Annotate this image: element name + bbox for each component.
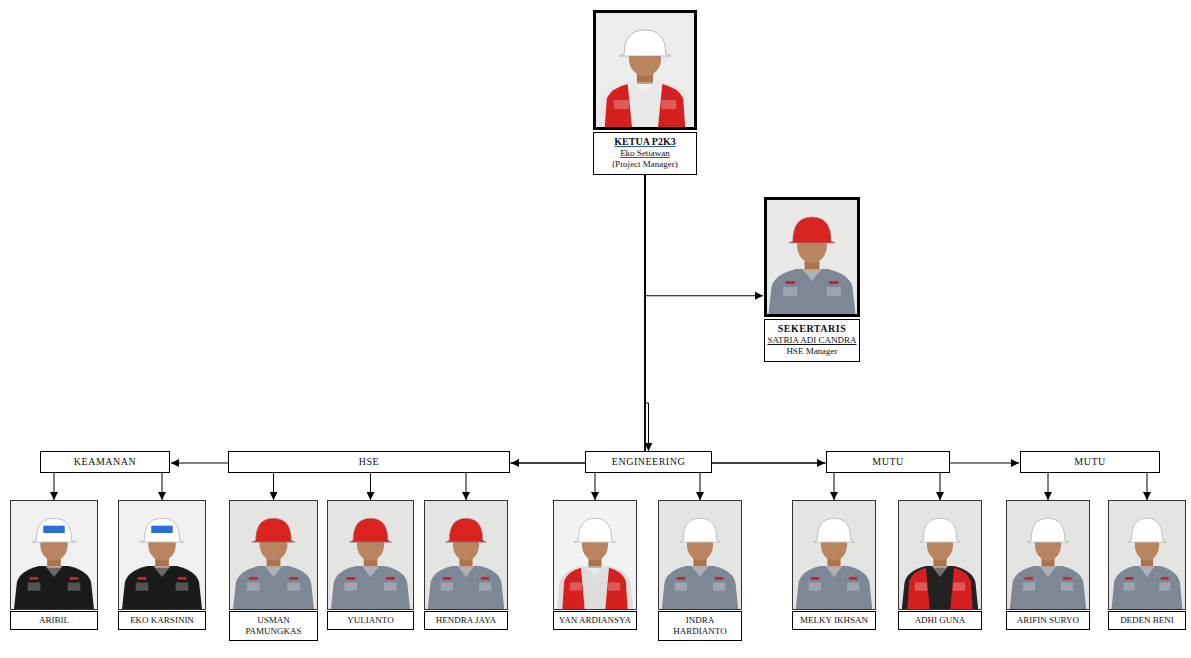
name-box: ADHI GUNA: [898, 611, 982, 630]
org-connector: [1048, 473, 1049, 500]
name-box: ARIBIL: [10, 611, 98, 630]
name-box: MELKY IKHSAN: [792, 611, 876, 630]
photo-frame: [595, 12, 696, 129]
group-label-box: MUTU: [826, 451, 950, 473]
group-box: MUTU: [1020, 451, 1160, 473]
portrait-photo: [118, 500, 206, 610]
member-name: ARIBIL: [13, 615, 95, 626]
group-title: ENGINEERING: [588, 456, 709, 468]
name-box: KETUA P2K3Eko Setiawan(Project Manager): [593, 132, 697, 175]
org-connector: [834, 473, 835, 500]
role-title: KETUA P2K3: [596, 136, 694, 148]
leader-card: KETUA P2K3Eko Setiawan(Project Manager): [593, 10, 697, 175]
leader-card: SEKERTARISSATRIA ADI CANDRAHSE Manager: [764, 197, 860, 362]
group-title: KEAMANAN: [43, 456, 167, 468]
org-connector: [1147, 473, 1148, 500]
group-title: MUTU: [829, 456, 947, 468]
member-card: YULIANTO: [327, 500, 414, 630]
member-name: EKO KARSININ: [121, 615, 203, 626]
role-title: SEKERTARIS: [767, 323, 857, 335]
group-box: KEAMANAN: [40, 451, 170, 473]
name-box: ARIFIN SURYO: [1006, 611, 1090, 630]
group-box: ENGINEERING: [585, 451, 712, 473]
name-box: SEKERTARISSATRIA ADI CANDRAHSE Manager: [764, 319, 860, 362]
org-connector: [162, 473, 163, 500]
org-connector: [54, 473, 55, 500]
portrait-photo: [327, 500, 414, 610]
member-card: MELKY IKHSAN: [792, 500, 876, 630]
portrait-photo: [1006, 500, 1090, 610]
name-box: HENDRA JAYA: [424, 611, 508, 630]
group-label-box: MUTU: [1020, 451, 1160, 473]
group-title: HSE: [231, 456, 507, 468]
portrait-photo: [593, 10, 697, 130]
name-box: INDRA HARDIANTO: [658, 611, 742, 641]
name-box: YULIANTO: [327, 611, 414, 630]
member-name: ARIFIN SURYO: [1009, 615, 1087, 626]
portrait-photo: [229, 500, 318, 610]
member-card: DEDEN BENI: [1108, 500, 1186, 630]
org-connector: [645, 175, 763, 296]
org-connector: [595, 473, 596, 500]
portrait-photo: [764, 197, 860, 317]
member-name: INDRA HARDIANTO: [661, 615, 739, 637]
portrait-photo: [658, 500, 742, 610]
group-label-box: KEAMANAN: [40, 451, 170, 473]
group-box: MUTU: [826, 451, 950, 473]
portrait-photo: [10, 500, 98, 610]
member-card: HENDRA JAYA: [424, 500, 508, 630]
org-connector: [466, 473, 467, 500]
org-connector: [511, 175, 645, 463]
portrait-photo: [1108, 500, 1186, 610]
group-label-box: ENGINEERING: [585, 451, 712, 473]
member-name: DEDEN BENI: [1111, 615, 1183, 626]
portrait-photo: [792, 500, 876, 610]
org-connector: [940, 473, 941, 500]
job-title: HSE Manager: [767, 346, 857, 357]
person-name: Eko Setiawan: [596, 148, 694, 159]
person-name: SATRIA ADI CANDRA: [767, 335, 857, 346]
name-box: DEDEN BENI: [1108, 611, 1186, 630]
job-title: (Project Manager): [596, 159, 694, 170]
member-card: USMAN PAMUNGKAS: [229, 500, 318, 641]
org-connector: [645, 175, 649, 451]
member-name: YAN ARDIANSYA: [556, 615, 634, 626]
org-connector: [273, 473, 274, 500]
member-card: ADHI GUNA: [898, 500, 982, 630]
photo-frame: [766, 199, 859, 316]
group-box: HSE: [228, 451, 510, 473]
org-connector: [700, 473, 701, 500]
member-name: MELKY IKHSAN: [795, 615, 873, 626]
member-card: INDRA HARDIANTO: [658, 500, 742, 641]
org-connector: [645, 175, 1019, 463]
name-box: EKO KARSININ: [118, 611, 206, 630]
portrait-photo: [424, 500, 508, 610]
org-connector: [171, 175, 645, 463]
org-connector: [370, 473, 371, 500]
member-card: ARIBIL: [10, 500, 98, 630]
member-card: YAN ARDIANSYA: [553, 500, 637, 630]
portrait-photo: [898, 500, 982, 610]
member-name: USMAN PAMUNGKAS: [232, 615, 315, 637]
member-name: ADHI GUNA: [901, 615, 979, 626]
group-title: MUTU: [1023, 456, 1157, 468]
member-name: YULIANTO: [330, 615, 411, 626]
group-label-box: HSE: [228, 451, 510, 473]
member-name: HENDRA JAYA: [427, 615, 505, 626]
portrait-photo: [553, 500, 637, 610]
member-card: EKO KARSININ: [118, 500, 206, 630]
photo-frames: [11, 501, 1186, 610]
name-box: YAN ARDIANSYA: [553, 611, 637, 630]
name-box: USMAN PAMUNGKAS: [229, 611, 318, 641]
member-card: ARIFIN SURYO: [1006, 500, 1090, 630]
